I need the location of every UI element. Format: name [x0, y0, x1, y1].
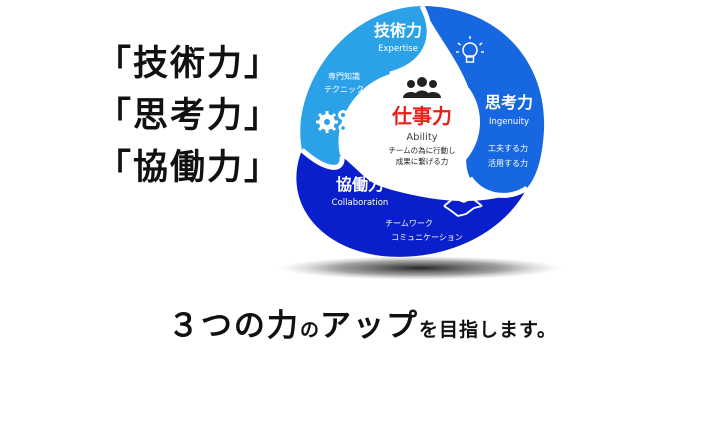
collaboration-title: 協働力 — [336, 175, 384, 194]
title-expertise: 「技術力」 — [96, 43, 282, 84]
segment-ingenuity — [422, 6, 545, 196]
segment-collaboration-top — [302, 150, 392, 190]
collaboration-desc-2: コミュニケーション — [391, 233, 463, 242]
expertise-desc-1: 専門知識 — [328, 71, 360, 81]
title-ingenuity: 「思考力」 — [96, 95, 282, 136]
people-icon — [403, 77, 441, 98]
center-desc-1: チームの為に行動し — [388, 145, 455, 155]
tagline-part4: を目指します。 — [418, 319, 558, 341]
collaboration-desc-1: チームワーク — [385, 219, 433, 228]
tagline-part3: アップ — [319, 308, 419, 344]
center-subtitle: Ability — [406, 132, 437, 143]
diagram-shadow — [278, 256, 562, 280]
center-title: 仕事力 — [391, 104, 452, 128]
center-circle — [364, 64, 480, 180]
expertise-title: 技術力 — [374, 21, 422, 40]
expertise-desc-2: テクニック — [324, 85, 364, 94]
tagline: ３つの力のアップを目指します。 — [0, 300, 725, 345]
collaboration-subtitle: Collaboration — [332, 198, 389, 208]
expertise-subtitle: Expertise — [378, 44, 418, 54]
ingenuity-desc-1: 工夫する力 — [488, 143, 528, 153]
handshake-icon — [443, 197, 483, 217]
tagline-part1: ３つの力 — [167, 308, 300, 344]
center-desc-2: 成果に繋げる力 — [396, 156, 449, 166]
tagline-part2: の — [299, 319, 320, 341]
ingenuity-desc-2: 活用する力 — [488, 158, 528, 168]
separator-2 — [467, 176, 529, 198]
ability-diagram: 仕事力 Ability チームの為に行動し 成果に繋げる力 技術力 Expert… — [278, 4, 562, 280]
ingenuity-subtitle: Ingenuity — [489, 117, 529, 127]
separator-3 — [300, 148, 345, 170]
gears-icon — [316, 110, 348, 133]
lightbulb-icon — [456, 36, 484, 63]
ingenuity-title: 思考力 — [485, 93, 533, 112]
title-collaboration: 「協働力」 — [96, 147, 282, 188]
left-titles: 「技術力」 「思考力」 「協働力」 — [96, 38, 281, 194]
